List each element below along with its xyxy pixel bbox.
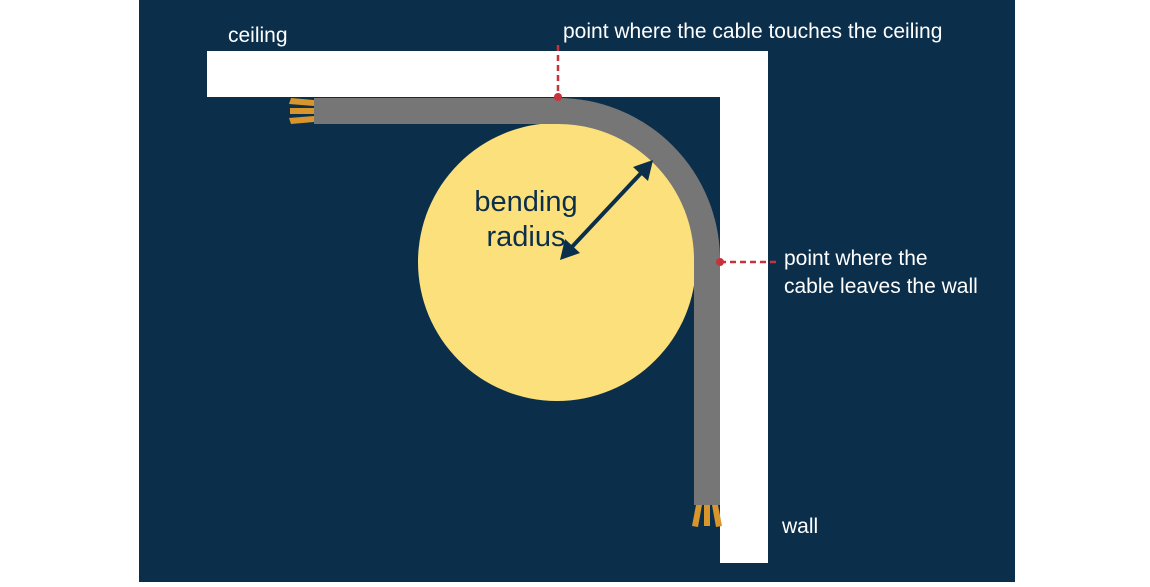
cable-end-bottom [692, 505, 722, 527]
leave-point-label-line1: point where the [784, 247, 928, 270]
cable [314, 98, 720, 505]
touch-point-dot [554, 93, 562, 101]
radius-arrowhead-inner [560, 239, 580, 260]
leave-point-label-line2: cable leaves the wall [784, 275, 978, 298]
cable-end-left [289, 98, 314, 124]
radius-label-line2: radius [487, 221, 566, 253]
ceiling-label: ceiling [228, 24, 288, 47]
wall-surface [720, 51, 768, 563]
wall-label: wall [781, 515, 818, 538]
touch-point-label: point where the cable touches the ceilin… [563, 20, 942, 43]
ceiling-surface [207, 51, 768, 97]
bending-circle [418, 123, 696, 401]
radius-arrow [560, 160, 653, 260]
radius-arrowhead-outer [633, 160, 653, 181]
radius-label-line1: bending [474, 186, 577, 218]
leave-point-dot [716, 258, 724, 266]
